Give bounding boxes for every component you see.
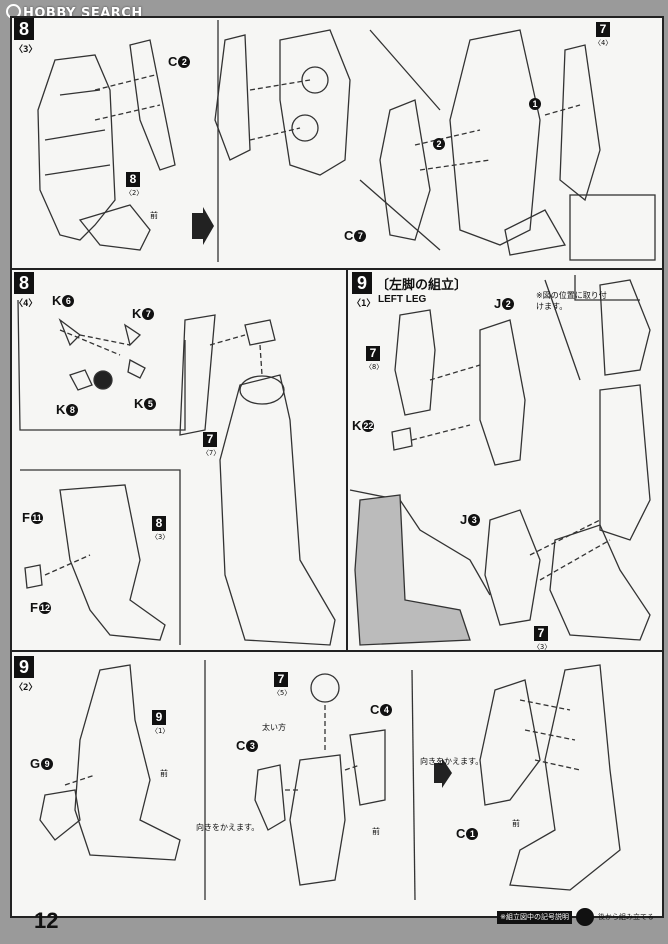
ref-9-1: 9 <box>152 710 166 725</box>
ref-7-7: 7 <box>203 432 217 447</box>
symbol-legend: ※組立図中の記号説明 後から組み立てる <box>497 908 654 926</box>
next-arrow-2 <box>434 758 452 788</box>
ref-8-3: 8 <box>152 516 166 531</box>
step-8-3-sub: 〈3〉 <box>14 45 38 55</box>
step-9-1: 9 <box>352 272 372 294</box>
legend-note: ※組立図中の記号説明 <box>497 910 572 924</box>
ref-8-2-sub: 〈2〉 <box>125 189 144 197</box>
assemble-later-icon <box>576 908 594 926</box>
ref-8-2: 8 <box>126 172 140 187</box>
divider-row1 <box>10 268 662 270</box>
ref-7-5-sub: 〈5〉 <box>273 689 292 697</box>
front-label-4: 前 <box>512 819 520 828</box>
step-8-3: 8 <box>14 18 34 40</box>
step-8-4-sub: 〈4〉 <box>14 299 38 309</box>
next-arrow-1 <box>192 207 214 245</box>
ref-7-8: 7 <box>366 346 380 361</box>
order-mark-1: 1 <box>528 96 541 111</box>
step-9-2: 9 <box>14 656 34 678</box>
legend-circle-note: 後から組み立てる <box>598 912 654 921</box>
leg-part-8-4 <box>219 374 336 646</box>
ref-8-3-sub: 〈3〉 <box>151 533 170 541</box>
turn-note-2: 向きをかえます。 <box>196 823 260 832</box>
divider-row2 <box>10 650 662 652</box>
ref-7-3-sub: 〈3〉 <box>533 643 552 651</box>
ref-7-4-sub: 〈4〉 <box>594 39 613 47</box>
turn-note-1: 向きをかえます。 <box>420 757 484 766</box>
divider-mid <box>346 268 348 652</box>
order-mark-2: 2 <box>432 136 445 151</box>
position-note: ※図の位置に取り付けます。 <box>536 291 607 311</box>
leg-part-8-3 <box>37 54 116 241</box>
step-9-1-sub: 〈1〉 <box>352 299 376 309</box>
shaded-detail <box>354 494 471 646</box>
step-8-4: 8 <box>14 272 34 294</box>
foot-tip <box>78 204 151 251</box>
ref-7-3: 7 <box>534 626 548 641</box>
detail-circle <box>93 370 113 390</box>
thick-side-note: 太い方 <box>262 723 286 732</box>
front-label-3: 前 <box>372 827 380 836</box>
left-leg-subtitle: LEFT LEG <box>378 294 427 305</box>
front-label-2: 前 <box>160 769 168 778</box>
left-leg-title: 〔左脚の組立〕 <box>376 278 468 293</box>
ref-7-5: 7 <box>274 672 288 687</box>
instruction-sheet <box>10 16 664 918</box>
ref-7-7-sub: 〈7〉 <box>202 449 221 457</box>
ref-7-4: 7 <box>596 22 610 37</box>
page-number: 12 <box>34 908 59 933</box>
step-9-2-sub: 〈2〉 <box>14 683 38 693</box>
ref-7-8-sub: 〈8〉 <box>365 363 384 371</box>
armor-c2 <box>129 39 176 171</box>
ref-9-1-sub: 〈1〉 <box>151 727 170 735</box>
front-label-1: 前 <box>150 211 158 220</box>
